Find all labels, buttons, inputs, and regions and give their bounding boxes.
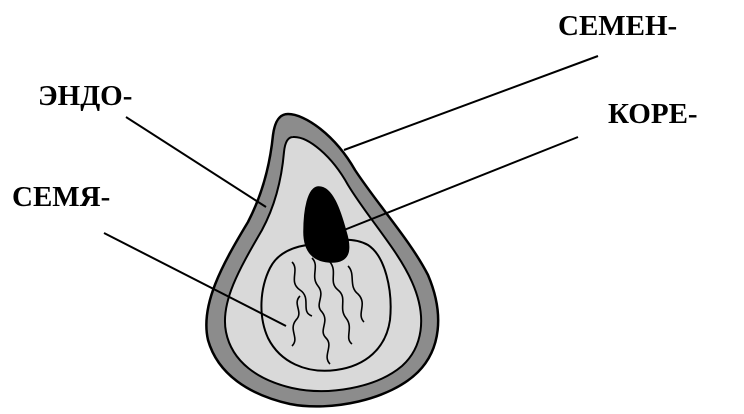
endosperm-leader: [126, 117, 266, 207]
seed-coat-leader: [344, 56, 598, 150]
radicle-label: КОРЕ-: [608, 100, 698, 129]
endosperm-label: ЭНДО-: [38, 82, 132, 111]
radicle-leader: [334, 137, 578, 234]
cotyledon-label: СЕМЯ-: [12, 183, 110, 212]
seed-coat-label: СЕМЕН-: [558, 12, 677, 41]
